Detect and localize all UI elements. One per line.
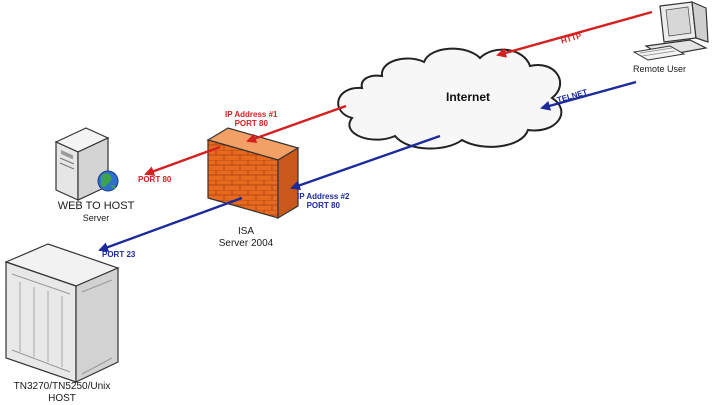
- remote-user-label: Remote User: [633, 64, 687, 74]
- port-23-label: PORT 23: [102, 250, 136, 259]
- ip-address-2-port: PORT 80: [306, 201, 340, 211]
- server-icon: [54, 127, 110, 201]
- isa-server-label: ISA Server 2004: [206, 226, 286, 249]
- ip-address-2-label: IP Address #2 PORT 80: [297, 192, 349, 210]
- web-port-80-label: PORT 80: [138, 175, 172, 184]
- firewall-icon: [206, 127, 300, 220]
- ip-address-1-label: IP Address #1 PORT 80: [225, 110, 277, 128]
- ip-address-1-port: PORT 80: [234, 119, 268, 129]
- ip-address-1-line: IP Address #1: [225, 110, 278, 119]
- web-server-line2: Server: [82, 212, 110, 223]
- globe-icon: [97, 170, 119, 192]
- desktop-computer-icon: [632, 1, 709, 61]
- isa-line1: ISA: [237, 226, 255, 237]
- web-server-line1: WEB TO HOST: [57, 200, 135, 212]
- mainframe-icon: [4, 243, 120, 383]
- cloud-icon: [337, 47, 563, 150]
- host-line2: HOST: [48, 392, 76, 404]
- host-line1: TN3270/TN5250/Unix: [13, 381, 111, 392]
- internet-label: Internet: [446, 90, 491, 104]
- telnet-path: [98, 80, 637, 252]
- host-label: TN3270/TN5250/Unix HOST: [0, 381, 124, 404]
- http-path: [144, 10, 653, 176]
- isa-line2: Server 2004: [218, 237, 274, 249]
- ip-address-2-line: IP Address #2: [297, 192, 350, 201]
- web-to-host-server-label: WEB TO HOST Server: [46, 200, 146, 223]
